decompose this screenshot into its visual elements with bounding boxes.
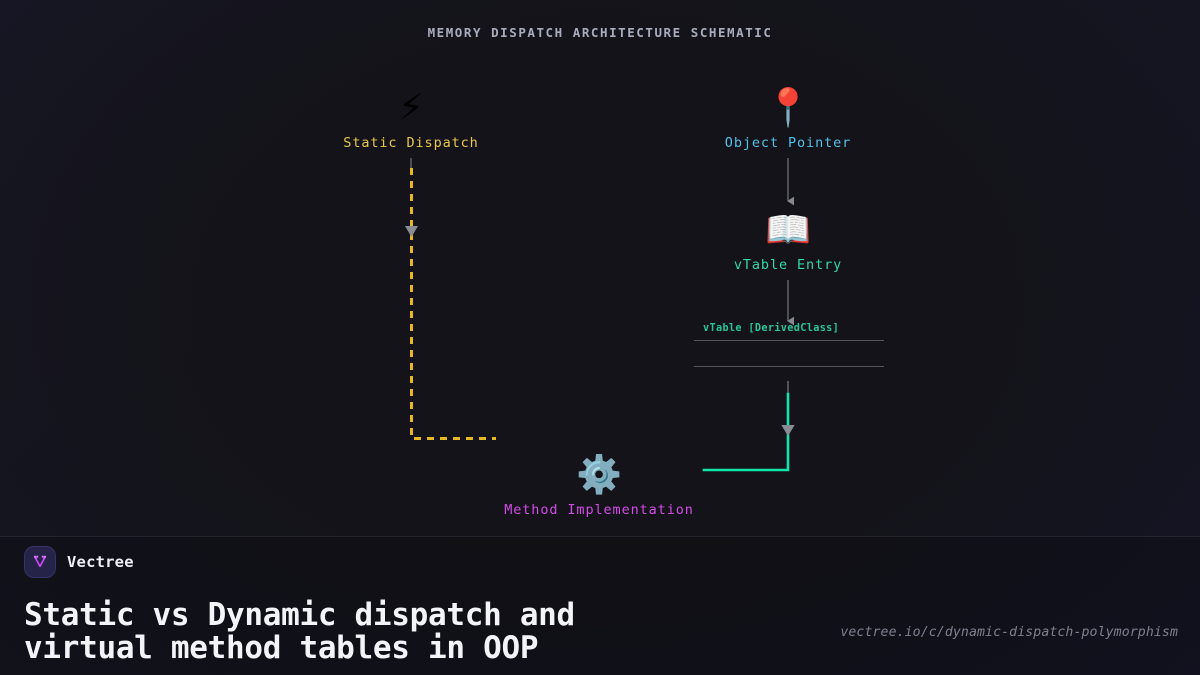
node-static-dispatch[interactable]: ⚡ Static Dispatch bbox=[343, 86, 478, 151]
vtable-row bbox=[694, 367, 884, 392]
connector-layer bbox=[405, 158, 795, 472]
node-vtable-entry[interactable]: 📖 vTable Entry bbox=[734, 208, 842, 273]
node-method-implementation[interactable]: ⚙️ Method Implementation bbox=[504, 453, 694, 518]
open-book-icon: 📖 bbox=[764, 208, 812, 251]
edge-dynamic-dispatch-path bbox=[702, 392, 795, 472]
round-pushpin-icon: 📍 bbox=[764, 86, 812, 129]
vtable-caption: vTable [DerivedClass] bbox=[703, 323, 840, 334]
node-vtable-entry-label: vTable Entry bbox=[733, 257, 843, 273]
vtable-row bbox=[694, 341, 884, 366]
node-method-implementation-label: Method Implementation bbox=[504, 502, 694, 518]
vectree-logo-icon bbox=[24, 546, 56, 578]
brand-name: Vectree bbox=[67, 553, 134, 571]
node-static-dispatch-label: Static Dispatch bbox=[343, 135, 479, 151]
vtable-rule-top bbox=[694, 340, 884, 341]
schematic-title: MEMORY DISPATCH ARCHITECTURE SCHEMATIC bbox=[427, 25, 773, 40]
footer: Vectree Static vs Dynamic dispatch and v… bbox=[0, 536, 1200, 675]
page-headline: Static vs Dynamic dispatch and virtual m… bbox=[24, 597, 575, 666]
brand: Vectree bbox=[24, 546, 134, 578]
diagram-canvas: MEMORY DISPATCH ARCHITECTURE SCHEMATIC bbox=[343, 25, 884, 518]
edge-static-dispatch-path bbox=[405, 158, 496, 440]
node-object-pointer[interactable]: 📍 Object Pointer bbox=[725, 86, 851, 151]
node-object-pointer-label: Object Pointer bbox=[724, 135, 852, 151]
source-url: vectree.io/c/dynamic-dispatch-polymorphi… bbox=[840, 625, 1178, 640]
lightning-bolt-icon: ⚡ bbox=[398, 86, 424, 129]
vtable-rule-bottom bbox=[694, 366, 884, 367]
vtable-block: vTable [DerivedClass] bbox=[694, 320, 884, 392]
gear-icon: ⚙️ bbox=[575, 453, 623, 496]
